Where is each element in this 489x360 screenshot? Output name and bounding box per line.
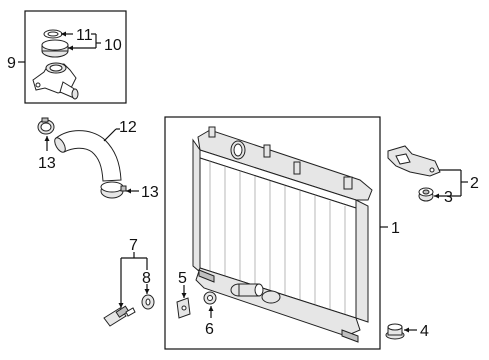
callout-3: 3 (444, 189, 453, 206)
filler-neck-group (18, 10, 127, 104)
radiator-inlet (230, 140, 246, 160)
drain-plug-washer (203, 291, 217, 305)
bracket-nut (418, 187, 434, 202)
hose-clamp-lower (100, 181, 127, 199)
upper-hose-group (37, 117, 139, 199)
callout-6: 6 (205, 321, 214, 338)
callout-2: 2 (470, 175, 479, 192)
lower-cushion (385, 323, 405, 340)
radiator-cap (41, 39, 69, 58)
callout-4: 4 (420, 323, 429, 340)
temperature-sensor (103, 305, 136, 327)
sensor-washer (141, 294, 155, 310)
callout-9: 9 (7, 55, 16, 72)
filler-neck-frame (24, 10, 127, 104)
callout-1: 1 (391, 220, 400, 237)
hose-clamp-upper (37, 117, 55, 135)
upper-radiator-hose (55, 130, 122, 182)
callout-11: 11 (76, 27, 93, 44)
drain-plug (176, 297, 191, 319)
filler-neck (32, 62, 79, 100)
radiator-frame (164, 116, 381, 350)
callout-13-upper: 13 (38, 155, 56, 172)
callout-13-lower: 13 (141, 184, 159, 201)
radiator (192, 126, 373, 343)
callout-12: 12 (119, 119, 137, 136)
callout-7: 7 (129, 237, 138, 254)
radiator-outlet (230, 283, 281, 304)
radiator-bracket (387, 145, 441, 177)
callout-10: 10 (104, 37, 122, 54)
callout-8: 8 (142, 270, 151, 287)
callout-5: 5 (178, 270, 187, 287)
